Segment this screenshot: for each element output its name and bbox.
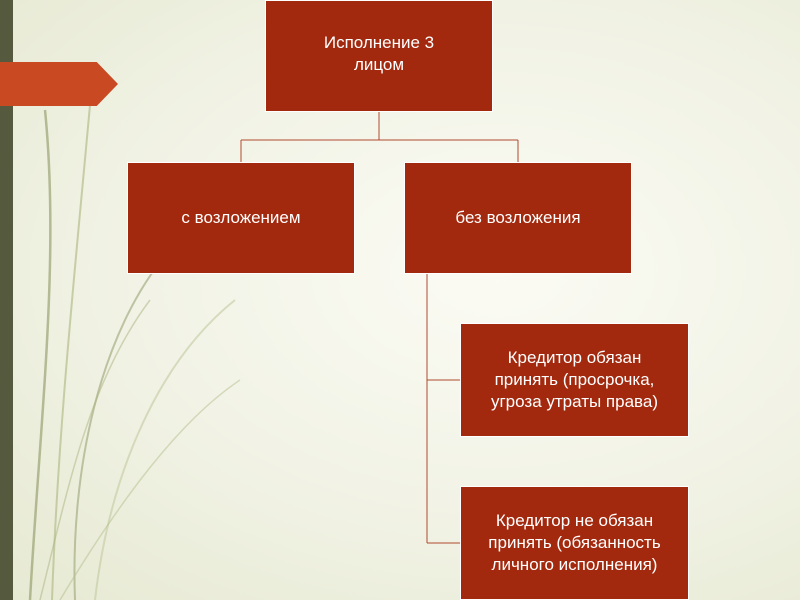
child-node-label: без возложения bbox=[455, 208, 581, 227]
subchild-node-label: Кредитор обязан принять (просрочка, угро… bbox=[490, 348, 658, 411]
chevron-tab-icon bbox=[0, 62, 118, 106]
child-node-label: с возложением bbox=[181, 208, 301, 227]
subchild-node-label: Кредитор не обязан принять (обязанность … bbox=[488, 511, 661, 574]
subchild-node-creditor-must-accept: Кредитор обязан принять (просрочка, угро… bbox=[460, 323, 689, 437]
left-side-bar bbox=[0, 0, 13, 600]
root-node: Исполнение 3 лицом bbox=[265, 0, 493, 112]
subchild-node-creditor-need-not-accept: Кредитор не обязан принять (обязанность … bbox=[460, 486, 689, 600]
child-node-with-assignment: с возложением bbox=[127, 162, 355, 274]
root-node-label: Исполнение 3 лицом bbox=[323, 33, 435, 74]
child-node-without-assignment: без возложения bbox=[404, 162, 632, 274]
